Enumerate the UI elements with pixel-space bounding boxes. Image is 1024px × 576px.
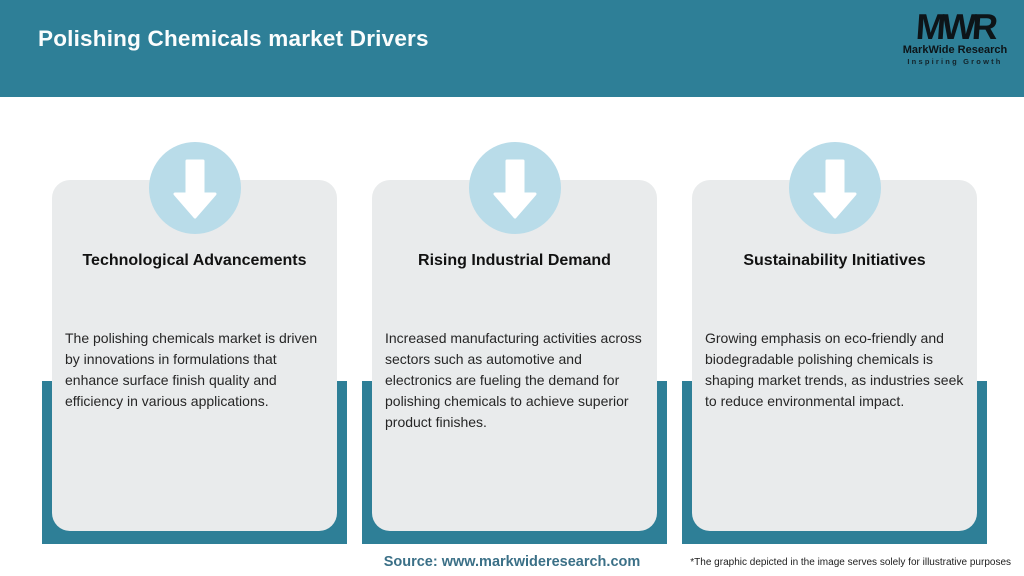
- logo-name: MarkWide Research: [902, 44, 1008, 56]
- circle-badge: [788, 142, 881, 234]
- down-arrow-icon: [173, 159, 216, 219]
- driver-card-rising-industrial-demand: Rising Industrial Demand Increased manuf…: [362, 142, 667, 544]
- card-title: Rising Industrial Demand: [418, 252, 611, 269]
- down-arrow-icon: [493, 159, 536, 219]
- driver-card-sustainability-initiatives: Sustainability Initiatives Growing empha…: [682, 142, 987, 544]
- card-body-text: The polishing chemicals market is driven…: [65, 330, 318, 409]
- card-panel: [52, 180, 337, 531]
- card-panel: [372, 180, 657, 531]
- driver-card-technological-advancements: Technological Advancements The polishing…: [42, 142, 347, 544]
- card-body-text: Increased manufacturing activities acros…: [385, 330, 642, 430]
- source-link[interactable]: Source: www.markwideresearch.com: [383, 554, 641, 570]
- header-bar: Polishing Chemicals market Drivers MWR M…: [0, 0, 1024, 97]
- down-arrow-icon: [813, 159, 856, 219]
- disclaimer-text: *The graphic depicted in the image serve…: [690, 557, 1011, 568]
- mwr-logo-text: MWR: [915, 8, 999, 46]
- mwr-logo-icon: MWR: [915, 8, 999, 46]
- circle-badge: [468, 142, 561, 234]
- card-title: Sustainability Initiatives: [743, 252, 926, 269]
- card-title: Technological Advancements: [82, 252, 307, 269]
- circle-badge: [148, 142, 241, 234]
- card-panel: [692, 180, 977, 531]
- page-title: Polishing Chemicals market Drivers: [38, 26, 429, 51]
- markwide-logo: MWR MarkWide Research Inspiring Growth: [900, 8, 1010, 66]
- card-body-text: Growing emphasis on eco-friendly and bio…: [705, 330, 964, 409]
- logo-tagline: Inspiring Growth: [907, 57, 1003, 66]
